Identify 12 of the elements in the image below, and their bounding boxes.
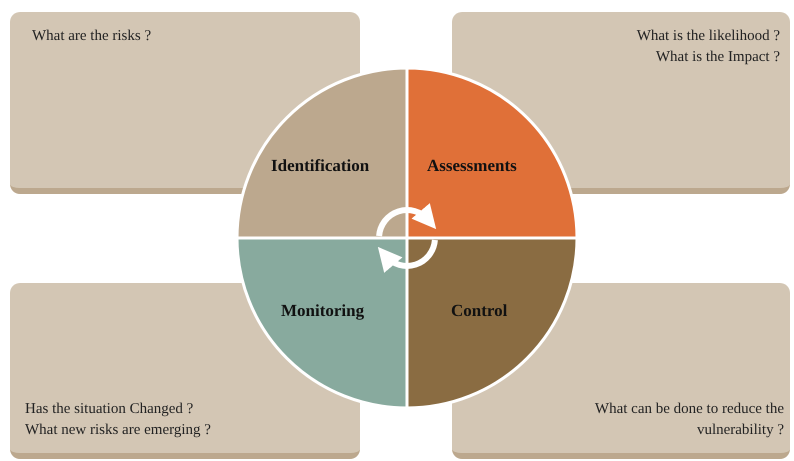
quadrant-label: Identification (271, 156, 370, 176)
cycle-arrow (377, 240, 438, 273)
cycle-arrow (376, 203, 437, 236)
question-text: What new risks are emerging ? (25, 421, 211, 440)
question-text: Has the situation Changed ? (25, 400, 194, 419)
quadrant-label: Monitoring (281, 301, 364, 321)
question-text: What is the likelihood ? (636, 27, 780, 46)
question-text: What can be done to reduce the vulnerability ? (594, 400, 784, 440)
quadrant-label: Control (451, 301, 508, 321)
question-text: What are the risks ? (32, 27, 152, 46)
question-text: What is the Impact ? (654, 48, 780, 67)
quadrant-label: Assessments (427, 156, 517, 176)
